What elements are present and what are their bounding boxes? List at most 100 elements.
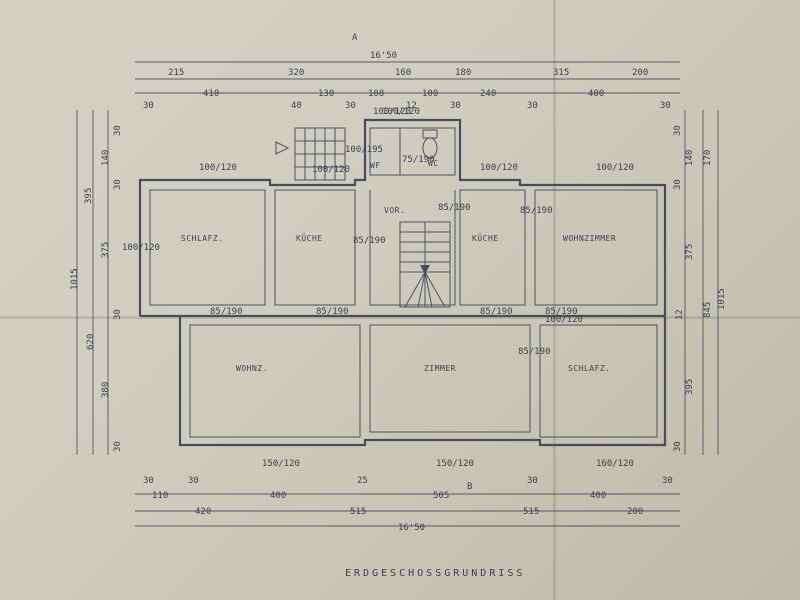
dim-text: 30	[113, 179, 123, 190]
opening-label: 100/195	[345, 145, 383, 155]
walls	[138, 118, 667, 447]
dim-text: 30	[143, 101, 154, 111]
opening-label: 150/120	[262, 459, 300, 469]
dim-text: 620	[86, 334, 96, 350]
opening-label: 100/120	[373, 107, 411, 117]
dim-text: 515	[523, 507, 539, 517]
dim-text: 180	[455, 68, 471, 78]
dim-text: 320	[288, 68, 304, 78]
schlafz-left-inner	[149, 189, 266, 306]
room-label-kueche-1: KÜCHE	[296, 233, 323, 243]
vor-inner	[369, 190, 456, 306]
room-label-schlafz-left: SCHLAFZ.	[181, 234, 224, 243]
dim-text: 200	[627, 507, 643, 517]
wc-area	[369, 127, 456, 176]
dim-text: 315	[553, 68, 569, 78]
dim-text: 395	[685, 379, 695, 395]
dim-text: 40	[291, 101, 302, 111]
opening-label: 100/120	[545, 315, 583, 325]
room-label-wohnz: WOHNZ.	[236, 364, 268, 373]
dim-text: 30	[673, 179, 683, 190]
opening-label: 100/120	[480, 163, 518, 173]
opening-label: 75/190	[402, 155, 435, 165]
opening-label: 85/190	[316, 307, 349, 317]
dim-text: 1015	[717, 288, 727, 310]
dim-text: 30	[188, 476, 199, 486]
opening-label: 85/190	[438, 203, 471, 213]
wohnz-inner	[189, 324, 361, 438]
room-label-wf: WF	[370, 161, 381, 170]
dim-text: 400	[590, 491, 606, 501]
schlafz-right-inner	[539, 324, 658, 438]
opening-label: 85/190	[518, 347, 551, 357]
top-total-dim: 16'50	[370, 51, 397, 61]
dim-text: 845	[703, 302, 713, 318]
room-label-vor: VOR.	[384, 206, 405, 215]
dim-text: 400	[270, 491, 286, 501]
opening-label: 85/190	[545, 307, 578, 317]
dim-text: 30	[673, 441, 683, 452]
inner-stair	[399, 221, 451, 308]
dim-text: 170	[703, 150, 713, 166]
dim-text: 30	[450, 101, 461, 111]
room-label-zimmer: ZIMMER	[424, 364, 456, 373]
opening-label: 85/190	[480, 307, 513, 317]
opening-label: 150/120	[436, 459, 474, 469]
dim-text: 375	[685, 244, 695, 260]
dim-text: 400	[588, 89, 604, 99]
opening-label: 160/120	[596, 459, 634, 469]
dim-text: 505	[433, 491, 449, 501]
dim-text: 160	[395, 68, 411, 78]
horizontal-fold-line	[0, 316, 800, 319]
kueche-2-inner	[459, 189, 526, 306]
drawing-title: ERDGESCHOSSGRUNDRISS	[345, 568, 525, 579]
outer-wall-upper	[138, 118, 667, 316]
dim-text: 30	[527, 476, 538, 486]
dim-text: 215	[168, 68, 184, 78]
dim-text: 12	[406, 101, 417, 111]
dimension-lines	[76, 61, 719, 527]
dim-text: 30	[660, 101, 671, 111]
dim-text: 1015	[70, 268, 80, 290]
opening-label: 100/120	[199, 163, 237, 173]
stair-arrow-icon	[420, 265, 430, 274]
dim-text: 30	[345, 101, 356, 111]
dim-text: 30	[113, 441, 123, 452]
room-labels: SCHLAFZ. KÜCHE VOR. KÜCHE WOHNZIMMER WOH…	[181, 159, 616, 373]
dims-bottom: 30 30 25 30 30 110 400 505 400 B 420 515…	[143, 476, 673, 533]
toilet-icon	[422, 129, 438, 159]
opening-label: 85/190	[210, 307, 243, 317]
dim-text: 25	[357, 476, 368, 486]
opening-label: 85/190	[353, 236, 386, 246]
room-label-wc: WC	[428, 159, 439, 168]
wohnzimmer-inner	[534, 189, 658, 306]
dim-text: 130	[318, 89, 334, 99]
dim-text: 395	[84, 188, 94, 204]
dim-text: 30	[143, 476, 154, 486]
dim-text: 100	[422, 89, 438, 99]
marker-b: B	[467, 482, 472, 492]
dim-text: 375	[101, 242, 111, 258]
opening-label: 100/120	[122, 243, 160, 253]
dim-text: 108	[368, 89, 384, 99]
dim-text: 200	[632, 68, 648, 78]
room-label-schlafz-right: SCHLAFZ.	[568, 364, 611, 373]
dim-text: 420	[195, 507, 211, 517]
entry-stair	[275, 127, 346, 181]
dim-text: 30	[527, 101, 538, 111]
marker-a: A	[352, 33, 358, 43]
dims-top: 16'50 A 215 320 160 180 315 200 410 130 …	[143, 33, 671, 111]
zimmer-inner	[369, 324, 531, 433]
outer-wall-lower	[178, 316, 667, 447]
bottom-total-dim: 16'50	[398, 523, 425, 533]
dim-text: 30	[113, 309, 123, 320]
dim-text: 240	[480, 89, 496, 99]
opening-label: 100/120	[596, 163, 634, 173]
opening-label: 100/120	[312, 165, 350, 175]
opening-labels: 100/120 100/120 100/120 100/120 100/120 …	[122, 107, 634, 469]
kueche-1-inner	[274, 189, 356, 306]
room-label-kueche-2: KÜCHE	[472, 233, 499, 243]
dim-text: 110	[152, 491, 168, 501]
